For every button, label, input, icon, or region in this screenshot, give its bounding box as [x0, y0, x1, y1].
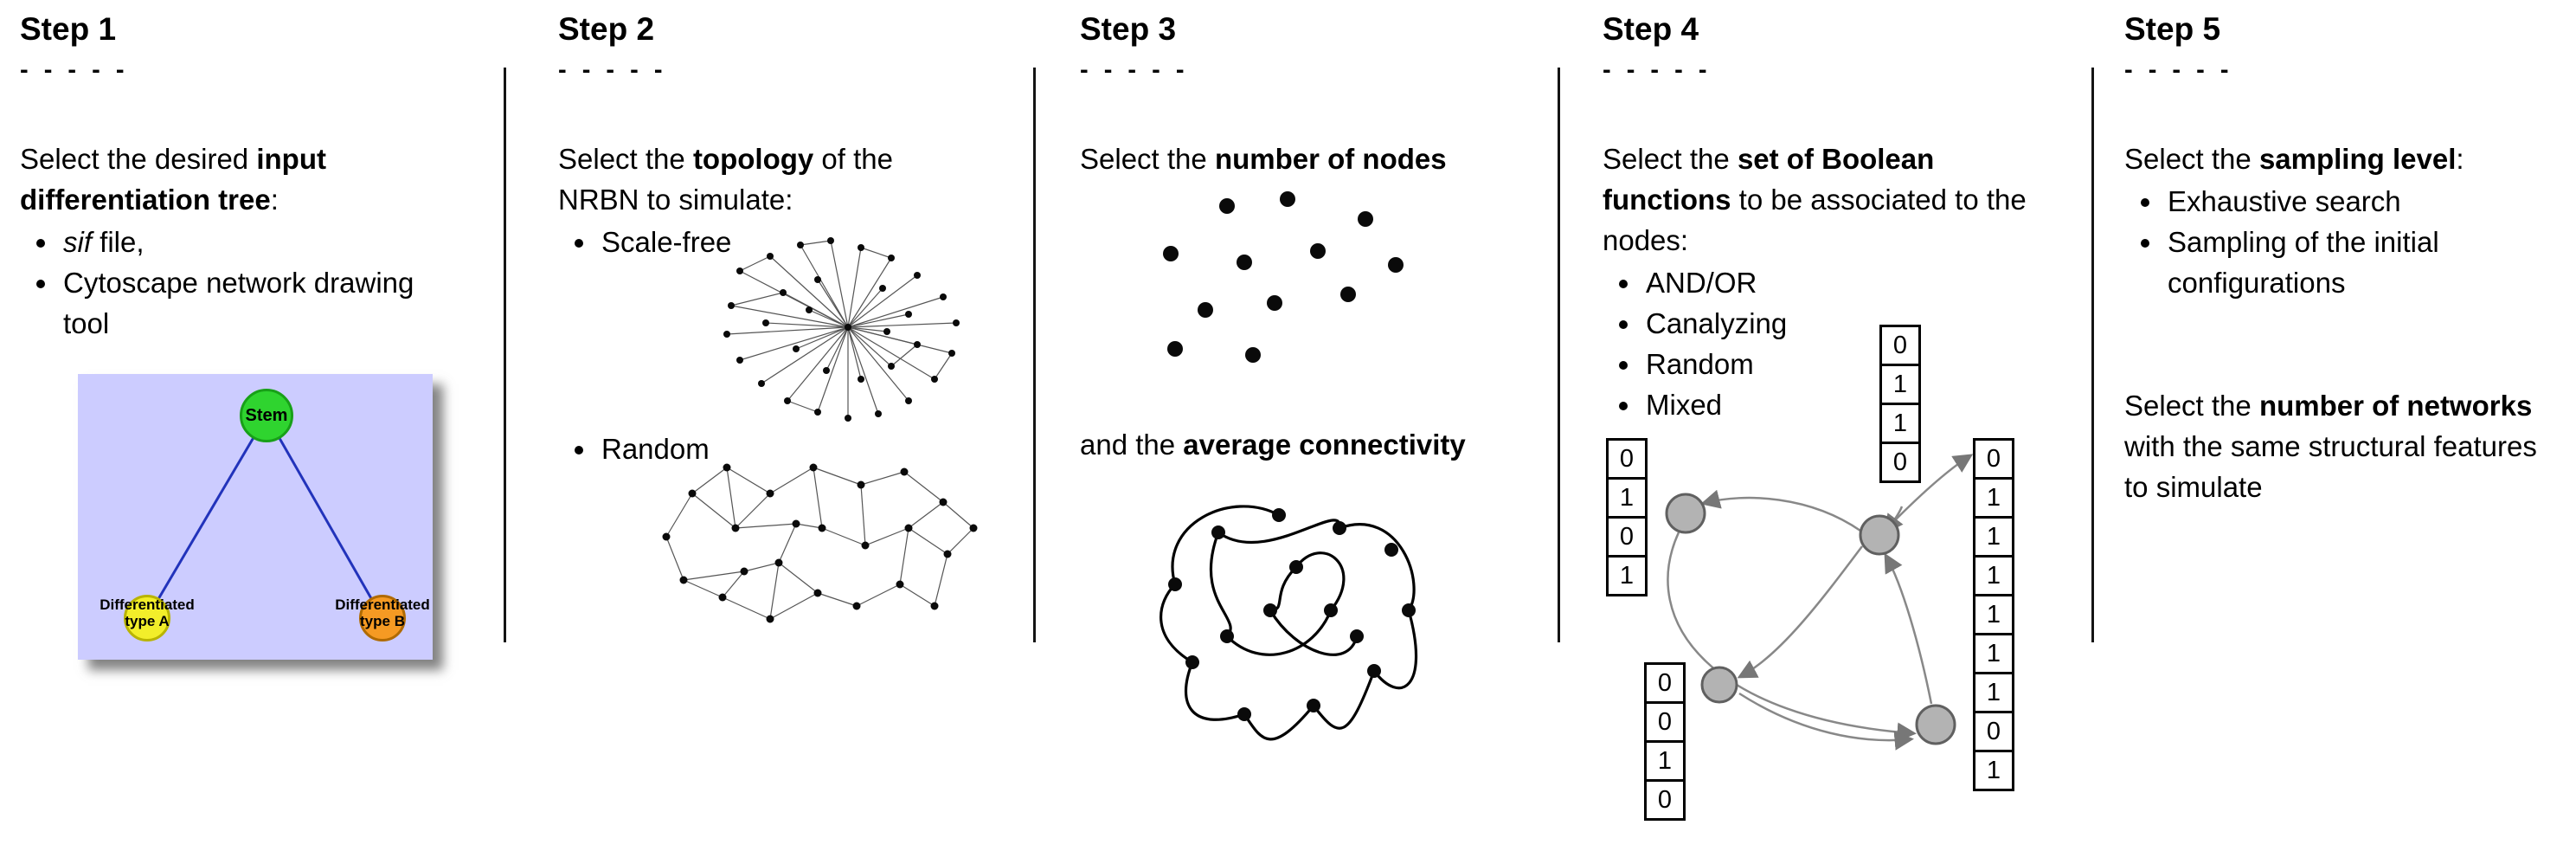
step-4-intro: Select the set of Boolean functions to b…	[1603, 143, 2027, 256]
truth-table-cell: 1	[1973, 516, 2014, 558]
step-2-column: Step 2 - - - - - Select the topology of …	[558, 0, 1025, 851]
list-item: Exhaustive search	[2164, 181, 2562, 222]
truth-table-cell: 1	[1973, 594, 2014, 635]
truth-table-cell: 1	[1973, 750, 2014, 791]
truth-table-cell: 1	[1606, 555, 1648, 596]
truth-table-cell: 0	[1644, 779, 1686, 821]
stem-node: Stem	[240, 389, 293, 442]
step-1-title: Step 1	[20, 11, 117, 47]
step-3-dashes: - - - - -	[1080, 56, 1189, 84]
stem-node-label: Stem	[245, 405, 288, 425]
step-5-column: Step 5 - - - - - Select the sampling lev…	[2124, 0, 2574, 851]
column-divider	[2091, 68, 2094, 642]
truth-table-cell: 0	[1644, 701, 1686, 743]
step-3-column: Step 3 - - - - - Select the number of no…	[1080, 0, 1564, 851]
step-4-title: Step 4	[1603, 11, 1699, 47]
step-2-bullet-list: Scale-free Random	[558, 222, 1025, 469]
scattered-nodes-illustration	[1163, 191, 1404, 363]
truth-table-cell: 1	[1879, 364, 1921, 405]
truth-table-cell: 0	[1644, 662, 1686, 704]
list-item: Cytoscape network drawing tool	[60, 262, 432, 344]
step-4-column: Step 4 - - - - - Select the set of Boole…	[1603, 0, 2070, 851]
column-divider	[1558, 68, 1560, 642]
list-item: Sampling of the initial configurations	[2164, 222, 2562, 303]
step-3-intro: Select the number of nodes	[1080, 143, 1447, 175]
truth-table-cell: 1	[1973, 672, 2014, 713]
column-divider	[1033, 68, 1036, 642]
truth-table-cell: 0	[1606, 516, 1648, 558]
step-3-title: Step 3	[1080, 11, 1177, 47]
step-5-intro: Select the sampling level:	[2124, 143, 2464, 175]
random-network-illustration	[662, 463, 978, 623]
step-5-second-text: Select the number of networks with the s…	[2124, 390, 2537, 503]
step-5-bullet-list: Exhaustive search Sampling of the initia…	[2124, 181, 2562, 303]
step-4-dashes: - - - - -	[1603, 56, 1712, 84]
step-5-dashes: - - - - -	[2124, 56, 2233, 84]
truth-table-cell: 0	[1973, 438, 2014, 480]
differentiated-type-a-label: Differentiated type A	[100, 596, 195, 629]
truth-table-cell: 0	[1606, 438, 1648, 480]
truth-table-cell: 1	[1973, 555, 2014, 596]
step-3-second-text: and the average connectivity	[1080, 429, 1466, 461]
list-item: sif file,	[60, 222, 432, 262]
scale-free-network-illustration	[723, 237, 960, 422]
step-2-intro: Select the topology of the NRBN to simul…	[558, 143, 893, 216]
tangled-network-illustration	[1160, 505, 1418, 741]
step-4-bullet-list: AND/OR Canalyzing Random Mixed	[1603, 262, 2070, 425]
step-1-dashes: - - - - -	[20, 56, 129, 84]
boolean-network-svg	[1665, 454, 1974, 751]
step-1-bullet-list: sif file, Cytoscape network drawing tool	[20, 222, 432, 344]
step-1-column: Step 1 - - - - - Select the desired inpu…	[20, 0, 487, 851]
truth-table-cell: 0	[1879, 442, 1921, 483]
list-item: AND/OR	[1642, 262, 2070, 303]
truth-table-cell: 1	[1879, 403, 1921, 444]
tree-image: Stem Differentiated type A Differentiate…	[78, 374, 433, 660]
differentiated-type-b-node	[359, 595, 406, 641]
step-1-intro: Select the desired input differentiation…	[20, 143, 326, 216]
list-item: Random	[598, 429, 1025, 469]
differentiated-type-a-node	[124, 595, 170, 641]
truth-table-cell: 1	[1973, 477, 2014, 519]
truth-table-cell: 1	[1644, 740, 1686, 782]
truth-table-cell: 1	[1973, 633, 2014, 674]
tree-edges	[145, 415, 384, 619]
truth-table-cell: 0	[1973, 711, 2014, 752]
tree-edges-svg	[145, 415, 384, 619]
boolean-network-arrows	[1667, 454, 1974, 751]
step-5-title: Step 5	[2124, 11, 2221, 47]
step-2-title: Step 2	[558, 11, 655, 47]
truth-table-cell: 0	[1879, 325, 1921, 366]
list-item: Mixed	[1642, 384, 2070, 425]
truth-table-cell: 1	[1606, 477, 1648, 519]
list-item: Scale-free	[598, 222, 1025, 262]
boolean-network-nodes	[1665, 493, 1956, 745]
step-2-dashes: - - - - -	[558, 56, 667, 84]
column-divider	[504, 68, 506, 642]
list-item: Random	[1642, 344, 2070, 384]
differentiated-type-b-label: Differentiated type B	[335, 596, 430, 629]
list-item: Canalyzing	[1642, 303, 2070, 344]
